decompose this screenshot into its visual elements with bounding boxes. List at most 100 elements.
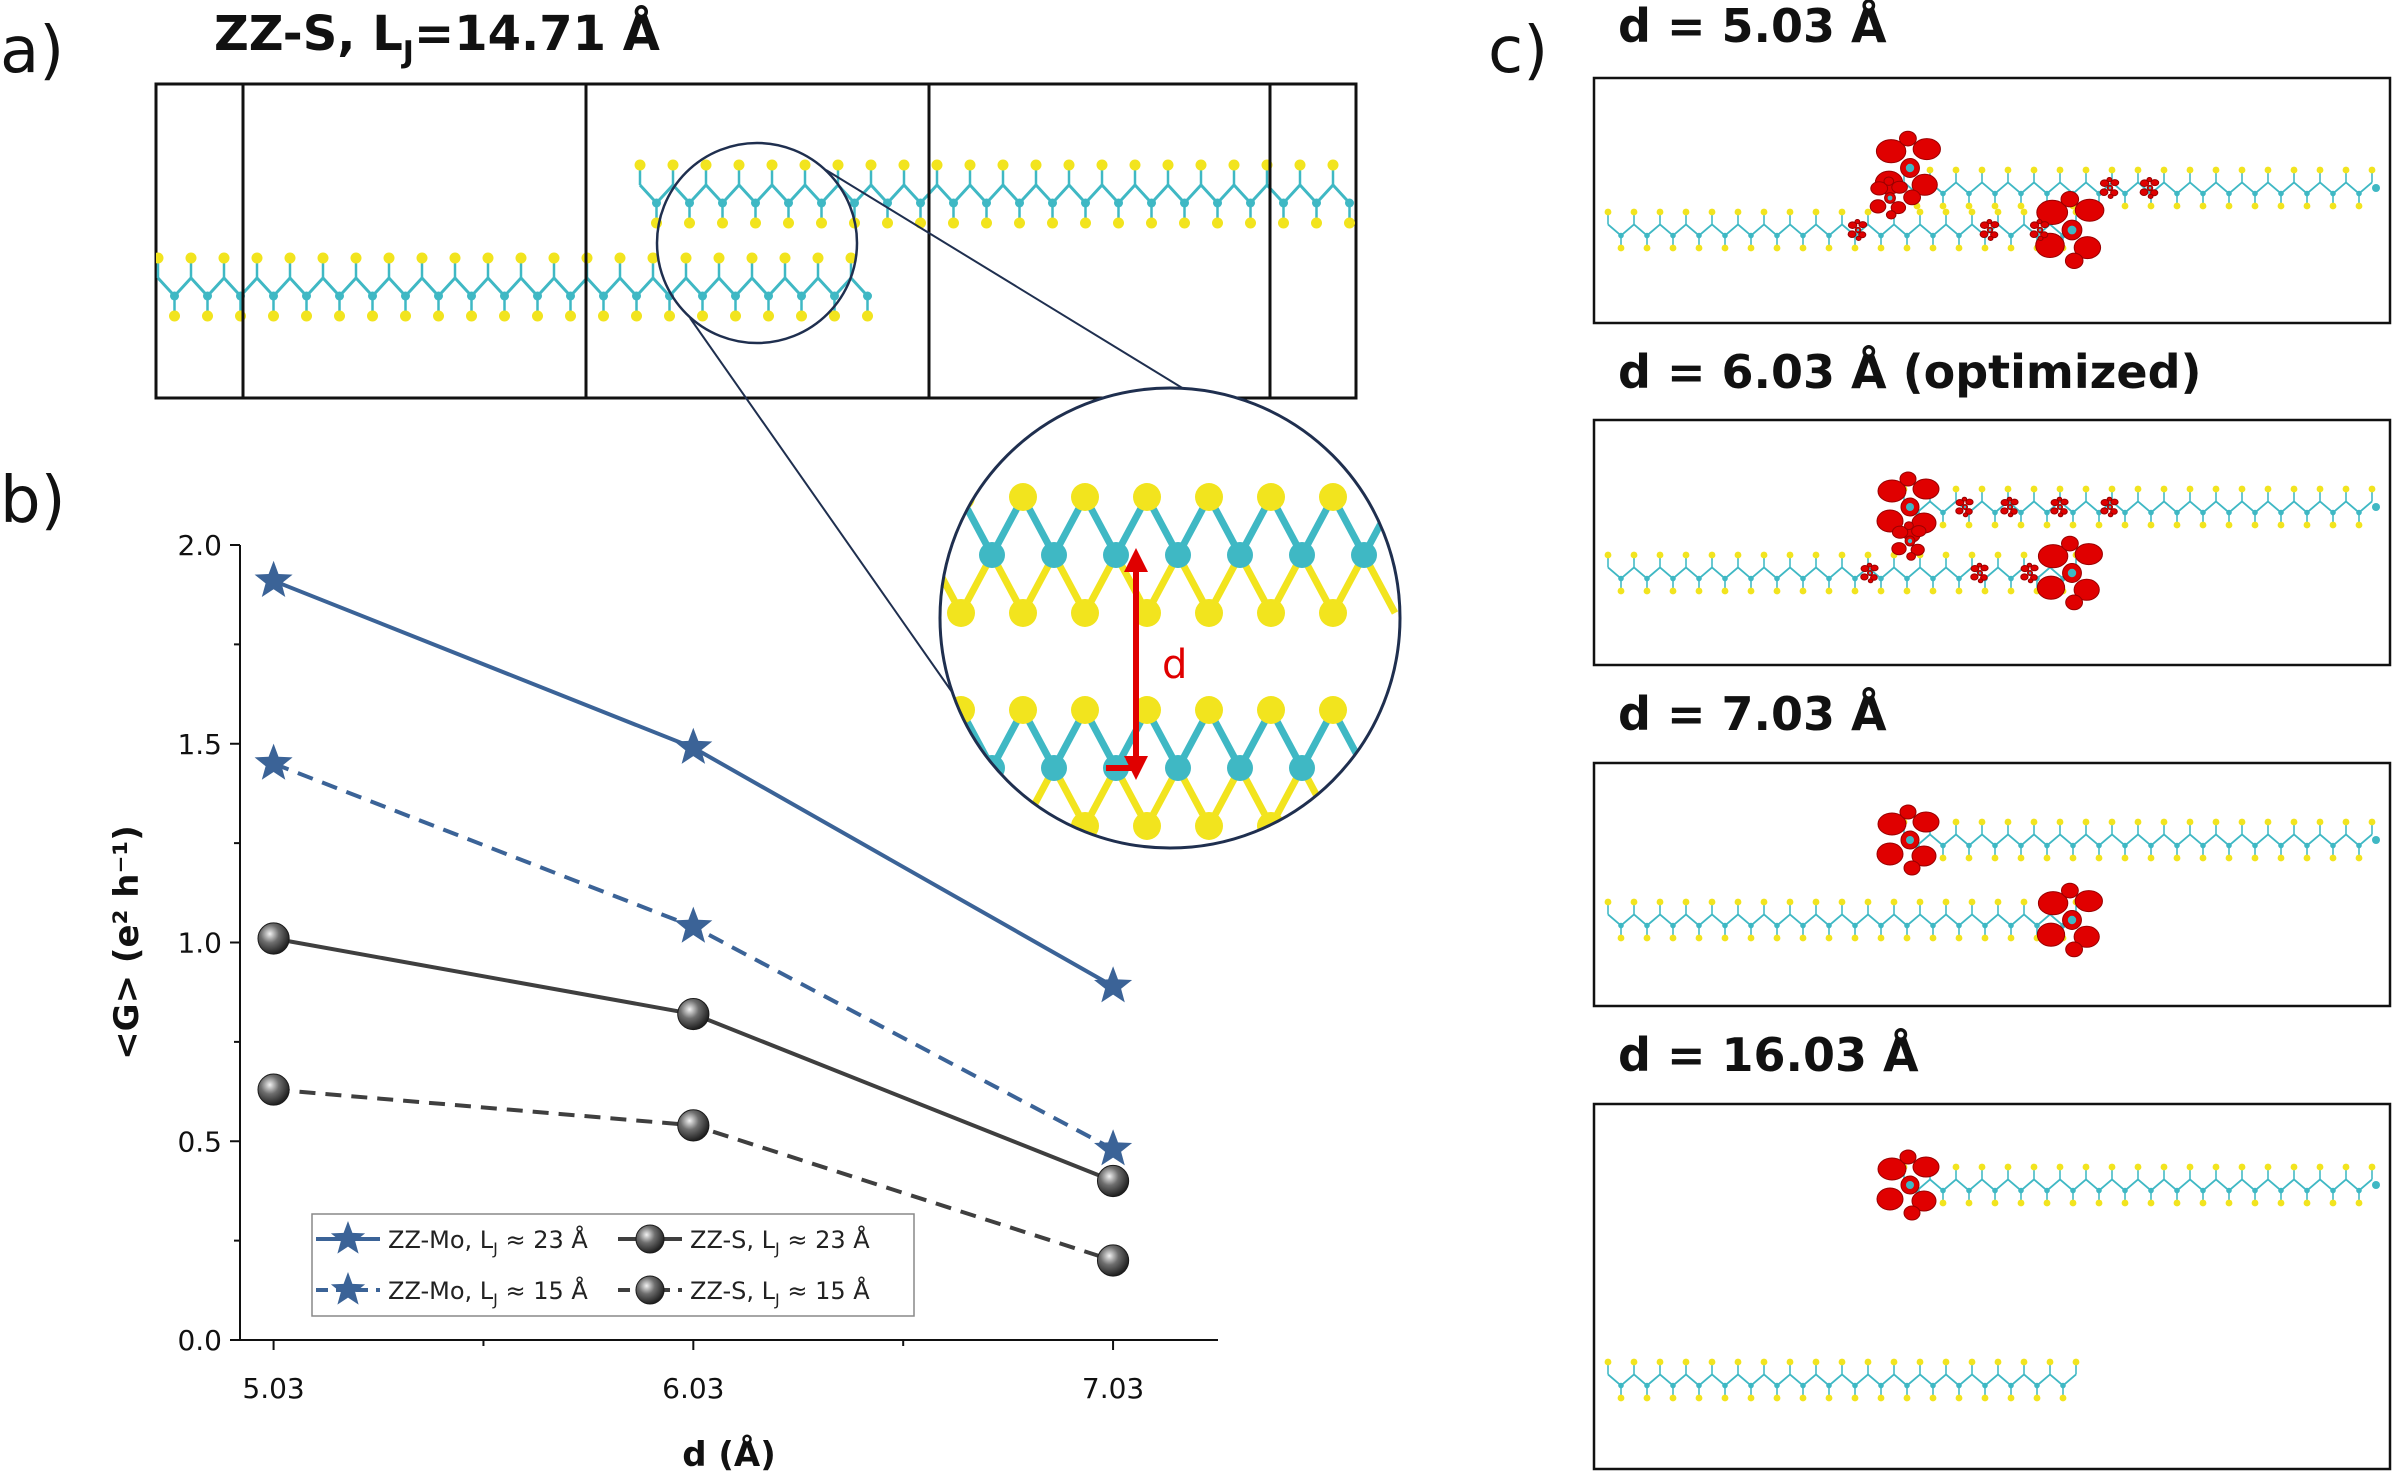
bond — [2124, 500, 2139, 514]
bond — [1815, 223, 1830, 237]
sulfur-atom — [1851, 934, 1859, 942]
sulfur-atom — [1812, 898, 1820, 906]
molybdenum-atom — [1696, 1382, 1702, 1389]
sulfur-atom — [1682, 551, 1690, 559]
bond — [2033, 1178, 2048, 1192]
molybdenum-atom — [1165, 542, 1191, 568]
sulfur-atom — [2147, 1199, 2155, 1207]
sulfur-atom — [1978, 166, 1986, 174]
sulfur-atom — [1319, 696, 1347, 724]
bond — [2049, 223, 2064, 237]
sulfur-atom — [1864, 551, 1872, 559]
sulfur-atom — [1978, 485, 1986, 493]
bond — [1724, 1373, 1739, 1387]
molybdenum-atom — [982, 198, 991, 208]
sulfur-atom — [2238, 818, 2246, 826]
sulfur-atom — [898, 159, 910, 171]
bond — [1880, 566, 1895, 580]
x-axis-label: d (Å) — [682, 1434, 776, 1473]
sulfur-atom — [2316, 1163, 2324, 1171]
sulfur-atom — [2290, 818, 2298, 826]
legend-box — [311, 1213, 915, 1317]
charge-panel-title: d = 7.03 Å — [1618, 687, 1887, 741]
sulfur-atom — [2160, 1163, 2168, 1171]
bond — [1750, 913, 1765, 927]
y-tick-label: 0.0 — [177, 1324, 222, 1357]
bond — [1854, 913, 1869, 927]
molybdenum-atom — [335, 291, 344, 301]
sulfur-atom — [1257, 696, 1285, 724]
molybdenum-atom — [940, 542, 943, 568]
sulfur-atom — [1656, 1358, 1664, 1366]
sulfur-atom — [2017, 1199, 2025, 1207]
sulfur-atom — [1656, 551, 1664, 559]
bond — [1659, 913, 1674, 927]
molybdenum-atom — [1722, 1382, 1728, 1389]
sulfur-atom — [2329, 521, 2337, 529]
sulfur-atom — [1747, 1394, 1755, 1402]
molybdenum-atom — [2200, 190, 2206, 197]
sulfur-atom — [2004, 485, 2012, 493]
junction-structure — [154, 82, 1358, 400]
bond — [2111, 1178, 2126, 1192]
bond — [2280, 833, 2295, 847]
sulfur-atom — [2251, 1199, 2259, 1207]
bond — [2358, 833, 2373, 847]
bond — [1659, 223, 1674, 237]
sulfur-atom — [1952, 1163, 1960, 1171]
bond — [2332, 833, 2347, 847]
bond — [1828, 913, 1843, 927]
sulfur-atom — [1014, 217, 1025, 229]
molybdenum-atom — [1852, 575, 1858, 582]
sulfur-atom — [2355, 854, 2363, 862]
molybdenum-atom — [2008, 1382, 2014, 1389]
molybdenum-atom — [1800, 575, 1806, 582]
sphere-marker — [1096, 1164, 1130, 1198]
molybdenum-atom — [170, 291, 179, 301]
sulfur-atom — [2225, 854, 2233, 862]
sulfur-atom — [1009, 696, 1037, 724]
bond — [1828, 223, 1843, 237]
bond — [2150, 500, 2165, 514]
molybdenum-atom — [2304, 1187, 2310, 1194]
molybdenum-atom — [1165, 755, 1191, 781]
molybdenum-atom — [2122, 842, 2128, 849]
molybdenum-atom — [1696, 922, 1702, 929]
bond — [2085, 833, 2100, 847]
molybdenum-atom — [1982, 922, 1988, 929]
sulfur-atom — [2082, 166, 2090, 174]
sulfur-atom — [284, 252, 296, 264]
sulfur-atom — [1604, 208, 1612, 216]
sulfur-atom — [750, 217, 761, 229]
charge-density-blob — [2050, 496, 2069, 518]
molybdenum-atom — [2330, 190, 2336, 197]
sulfur-atom — [2134, 818, 2142, 826]
molybdenum-atom — [1041, 755, 1067, 781]
sulfur-atom — [2121, 202, 2129, 210]
bond — [2306, 833, 2321, 847]
bond — [1929, 833, 1944, 847]
bond — [1360, 766, 1399, 828]
bond — [1916, 1178, 1931, 1192]
sulfur-atom — [2303, 202, 2311, 210]
sulfur-atom — [2147, 521, 2155, 529]
charge-panel-title: d = 16.03 Å — [1618, 1028, 1919, 1082]
sulfur-atom — [931, 159, 943, 171]
y-axis-label: <G> (e² h⁻¹) — [107, 825, 147, 1060]
charge-density-blob — [1891, 521, 1927, 561]
sulfur-atom — [565, 310, 576, 322]
sulfur-atom — [2290, 1163, 2298, 1171]
sulfur-atom — [1981, 244, 1989, 252]
star-marker — [674, 727, 713, 764]
sulfur-atom — [1760, 551, 1768, 559]
sulfur-atom — [1939, 1199, 1947, 1207]
bond — [1711, 223, 1726, 237]
bond — [2254, 500, 2269, 514]
sulfur-atom — [1825, 587, 1833, 595]
bond — [899, 497, 930, 555]
molybdenum-atom — [566, 291, 575, 301]
molybdenum-atom — [1345, 198, 1354, 208]
sulfur-atom — [964, 159, 976, 171]
bond — [1919, 913, 1934, 927]
sulfur-atom — [2368, 166, 2376, 174]
